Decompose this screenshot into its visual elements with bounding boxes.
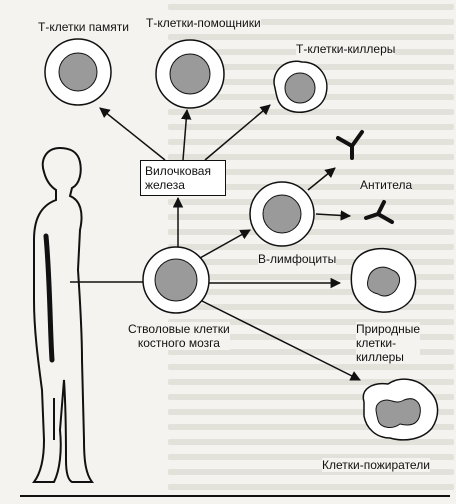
background-text-line — [168, 484, 454, 490]
label-stem-cells: Стволовые клетки костного мозга — [128, 322, 230, 350]
arrows — [70, 104, 361, 381]
arrow-b-to-antibody2 — [315, 210, 352, 221]
background-text-line — [168, 34, 454, 40]
background-text-line — [168, 409, 454, 415]
arrow-thymus-to-memory — [99, 107, 166, 161]
label-natural-killers: Природные клетки- киллеры — [356, 322, 421, 364]
antibody-icon — [336, 130, 364, 160]
background-text-line — [168, 244, 454, 250]
background-text-line — [168, 109, 454, 115]
background-text-line — [168, 364, 454, 370]
arrow-stem-to-macrophage — [199, 299, 361, 381]
background-text-line — [168, 169, 454, 175]
label-b-lymphocytes: В-лимфоциты — [258, 252, 337, 266]
arrow-b-to-antibody1 — [307, 167, 336, 191]
background-text-line — [168, 4, 454, 10]
label-helper-t-cells: Т-клетки-помощники — [146, 16, 261, 30]
background-text-line — [168, 19, 454, 25]
background-text-line — [168, 124, 454, 130]
human-figure — [32, 146, 94, 483]
arrow-thymus-to-helper — [181, 108, 192, 161]
antibody-icon — [364, 200, 394, 224]
label-antibodies: Антитела — [360, 178, 413, 192]
background-text-line — [168, 139, 454, 145]
background-text-line — [168, 304, 454, 310]
label-killer-t-cells: Т-клетки-киллеры — [296, 42, 396, 56]
helper-t-cell — [155, 39, 225, 109]
background-text-line — [168, 439, 454, 445]
background-text-line — [168, 454, 454, 460]
background-text-line — [168, 229, 454, 235]
background-text-line — [168, 154, 454, 160]
thymus-box: Вилочковая железа — [140, 160, 226, 196]
background-text-line — [168, 274, 454, 280]
memory-t-cell — [44, 38, 112, 106]
background-text-line — [168, 334, 454, 340]
b-lymphocyte — [249, 181, 315, 247]
macrophage-cell — [362, 378, 439, 441]
background-text-line — [168, 379, 454, 385]
background-text-line — [168, 349, 454, 355]
background-text-line — [168, 289, 454, 295]
natural-killer-cell — [350, 247, 417, 313]
arrow-thymus-to-killer — [204, 104, 271, 161]
arrow-stem-to-b — [199, 229, 251, 259]
background-text-line — [168, 469, 454, 475]
background-text-line — [168, 319, 454, 325]
stem-cell — [142, 246, 210, 314]
label-macrophages: Клетки-пожиратели — [322, 458, 430, 472]
label-memory-t-cells: Т-клетки памяти — [38, 20, 129, 34]
killer-t-cell — [273, 60, 328, 114]
background-text-line — [168, 424, 454, 430]
background-text-line — [168, 394, 454, 400]
